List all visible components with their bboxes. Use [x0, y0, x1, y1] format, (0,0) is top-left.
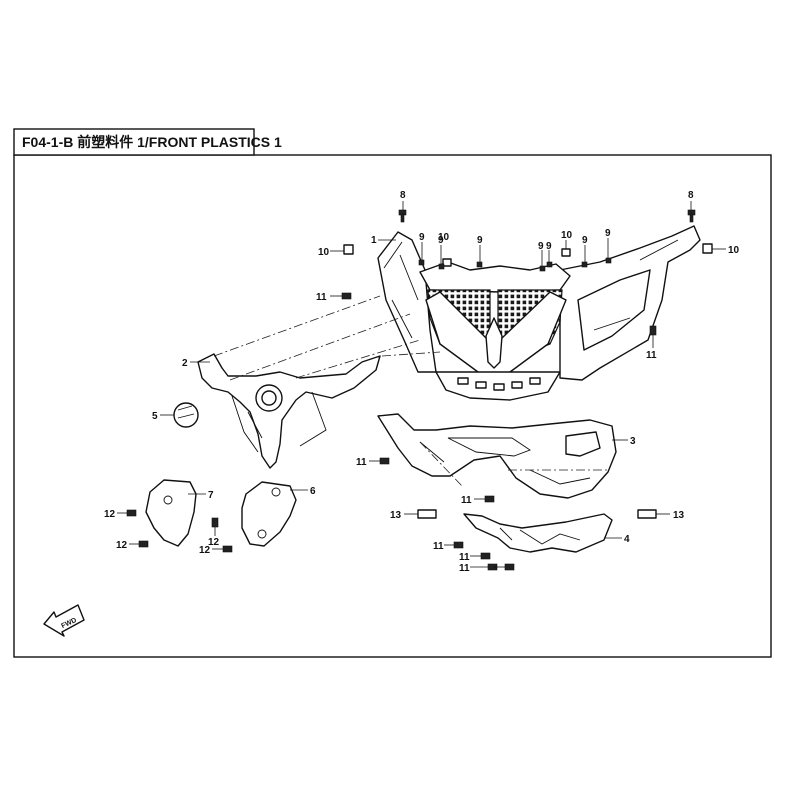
part-6-side-bracket: [241, 481, 297, 547]
callout-11-f: 11: [459, 552, 470, 563]
callout-9-c: 9: [477, 235, 483, 246]
part-5-round-cap: [173, 402, 199, 428]
callout-8-left: 8: [400, 190, 406, 201]
callout-8-right: 8: [688, 190, 694, 201]
callout-9-d: 9: [538, 241, 544, 252]
fasteners: [126, 209, 713, 571]
leader-lines: [117, 201, 726, 568]
part-3-lower-cover: [377, 413, 617, 499]
assembly-lines: [213, 295, 610, 487]
callout-3: 3: [630, 436, 636, 447]
callout-9-f: 9: [582, 235, 588, 246]
callout-10-c: 10: [561, 230, 573, 241]
callout-10-d: 10: [728, 245, 740, 256]
callout-9-a: 9: [419, 232, 425, 243]
callout-labels: 1 2 5 3 4 6 7 8 8 9 9 9 9 9 9 9 10 10 10…: [104, 190, 740, 574]
diagram-frame: [13, 154, 772, 658]
callout-12-d: 12: [199, 545, 211, 556]
part-2-headlight-bezel: [197, 353, 381, 469]
callout-10-b: 10: [438, 232, 450, 243]
callout-11-d: 11: [461, 495, 472, 506]
callout-9-b: 9: [438, 235, 444, 246]
callout-9-e: 9: [546, 241, 552, 252]
callout-10-a: 10: [318, 247, 330, 258]
fwd-direction-arrow: FWD: [43, 604, 85, 637]
callout-12-b: 12: [116, 540, 128, 551]
callout-1: 1: [371, 235, 377, 246]
callout-12-c: 12: [208, 537, 220, 548]
callout-6: 6: [310, 486, 316, 497]
callout-11-c: 11: [356, 457, 367, 468]
part-1-front-upper-body: [377, 225, 701, 401]
part-4-skid-plate: [463, 513, 613, 553]
callout-2: 2: [182, 358, 188, 369]
callout-11-e: 11: [433, 541, 444, 552]
callout-11-b: 11: [646, 350, 657, 361]
callout-13-right: 13: [673, 510, 685, 521]
callout-12-a: 12: [104, 509, 116, 520]
callout-13-left: 13: [390, 510, 402, 521]
callout-5: 5: [152, 411, 158, 422]
callout-11-g: 11: [459, 563, 470, 574]
title-box: [13, 128, 255, 156]
callout-7: 7: [208, 490, 214, 501]
diagram-title: F04-1-B 前塑料件 1/FRONT PLASTICS 1: [22, 134, 282, 150]
part-7-side-bracket: [145, 479, 197, 547]
callout-4: 4: [624, 534, 630, 545]
callout-11-a: 11: [316, 292, 327, 303]
callout-9-g: 9: [605, 228, 611, 239]
